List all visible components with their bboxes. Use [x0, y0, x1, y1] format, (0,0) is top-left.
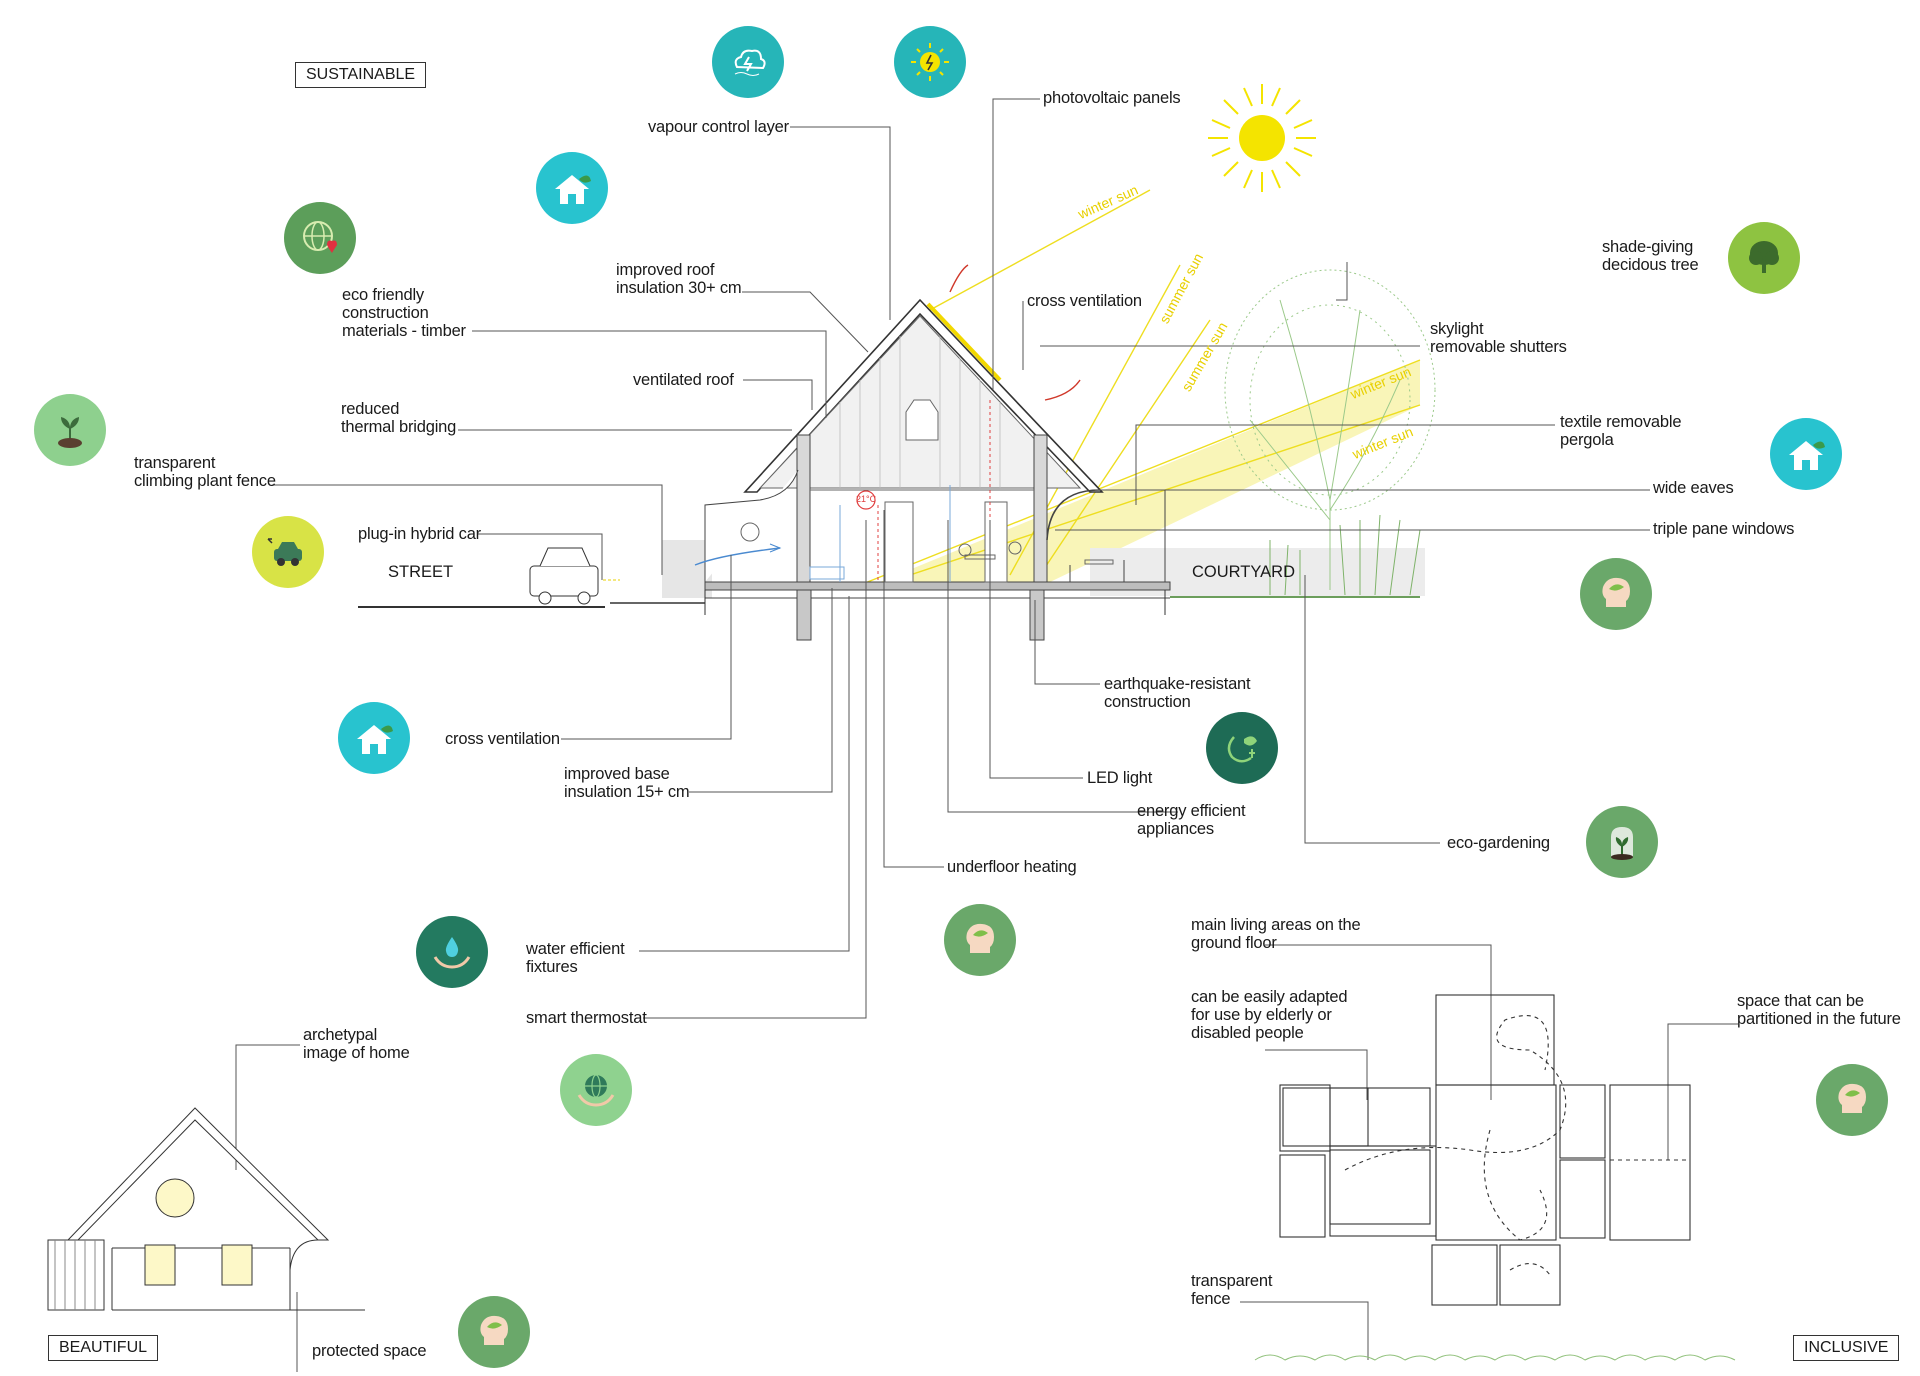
mind-leaf-icon: [944, 904, 1016, 976]
floor-plan: [1279, 994, 1691, 1306]
transparent-fence-plants: [1254, 1354, 1736, 1361]
electric-car-icon: [252, 516, 324, 588]
sun: [1208, 84, 1316, 192]
label-ventilated-roof: ventilated roof: [633, 371, 734, 389]
label-skylight-shutters: skylight removable shutters: [1430, 320, 1567, 356]
ventilation-arrows: [694, 264, 1081, 566]
label-easily-adapted: can be easily adapted for use by elderly…: [1191, 988, 1348, 1042]
label-cross-ventilation-top: cross ventilation: [1027, 292, 1142, 310]
label-improved-roof-insulation: improved roof insulation 30+ cm: [616, 261, 742, 297]
label-main-living-areas: main living areas on the ground floor: [1191, 916, 1361, 952]
label-triple-pane-windows: triple pane windows: [1653, 520, 1795, 538]
eco-house-icon: [1770, 418, 1842, 490]
label-transparent-fence: transparent fence: [1191, 1272, 1273, 1308]
shade-tree: [1224, 269, 1436, 590]
sprout-icon: [34, 394, 106, 466]
mind-leaf-icon: [1580, 558, 1652, 630]
label-vapour-control-layer: vapour control layer: [648, 118, 789, 136]
label-archetypal-image: archetypal image of home: [303, 1026, 410, 1062]
house-section: [704, 298, 1171, 641]
cloud-storm-icon: [712, 26, 784, 98]
label-partitioned-future: space that can be partitioned in the fut…: [1737, 992, 1901, 1028]
label-wide-eaves: wide eaves: [1653, 479, 1734, 497]
thermostat-reading: 21°C: [856, 494, 877, 504]
section-label-beautiful: BEAUTIFUL: [48, 1335, 159, 1361]
label-cross-ventilation-bottom: cross ventilation: [445, 730, 560, 748]
courtyard-label: COURTYARD: [1192, 563, 1295, 581]
label-textile-pergola: textile removable pergola: [1560, 413, 1682, 449]
label-transparent-plant-fence: transparent climbing plant fence: [134, 454, 276, 490]
label-energy-efficient-appliances: energy efficient appliances: [1137, 802, 1246, 838]
label-reduced-thermal-bridging: reduced thermal bridging: [341, 400, 457, 436]
label-shade-giving-tree: shade-giving decidous tree: [1602, 238, 1699, 274]
eco-house-icon: [338, 702, 410, 774]
tree-icon: [1728, 222, 1800, 294]
label-eco-gardening: eco-gardening: [1447, 834, 1550, 852]
label-water-efficient-fixtures: water efficient fixtures: [526, 940, 625, 976]
label-eco-friendly-materials: eco friendly construction materials - ti…: [342, 286, 466, 340]
water-hands-icon: [416, 916, 488, 988]
label-smart-thermostat: smart thermostat: [526, 1009, 647, 1027]
label-photovoltaic-panels: photovoltaic panels: [1043, 89, 1181, 107]
label-led-light: LED light: [1087, 769, 1153, 787]
leader-lines: [235, 98, 1738, 1372]
section-label-sustainable: SUSTAINABLE: [295, 62, 427, 88]
street-label: STREET: [388, 563, 454, 581]
solar-energy-icon: [894, 26, 966, 98]
section-label-inclusive: INCLUSIVE: [1793, 1335, 1900, 1361]
label-improved-base-insulation: improved base insulation 15+ cm: [564, 765, 690, 801]
globe-hands-icon: [560, 1054, 632, 1126]
mind-leaf-icon: [458, 1296, 530, 1368]
fence-mesh-left: [662, 540, 712, 598]
elevation-house: [47, 1107, 365, 1311]
globe-heart-icon: [284, 202, 356, 274]
label-plug-in-hybrid-car: plug-in hybrid car: [358, 525, 481, 543]
label-earthquake-resistant: earthquake-resistant construction: [1104, 675, 1251, 711]
label-protected-space: protected space: [312, 1342, 427, 1360]
label-underfloor-heating: underfloor heating: [947, 858, 1077, 876]
car: [529, 547, 599, 605]
ground: [358, 596, 1420, 608]
eco-house-icon: [536, 152, 608, 224]
garden-plants: [1269, 514, 1421, 596]
plug-leaf-icon: [1206, 712, 1278, 784]
mind-leaf-icon: [1816, 1064, 1888, 1136]
plant-jar-icon: [1586, 806, 1658, 878]
